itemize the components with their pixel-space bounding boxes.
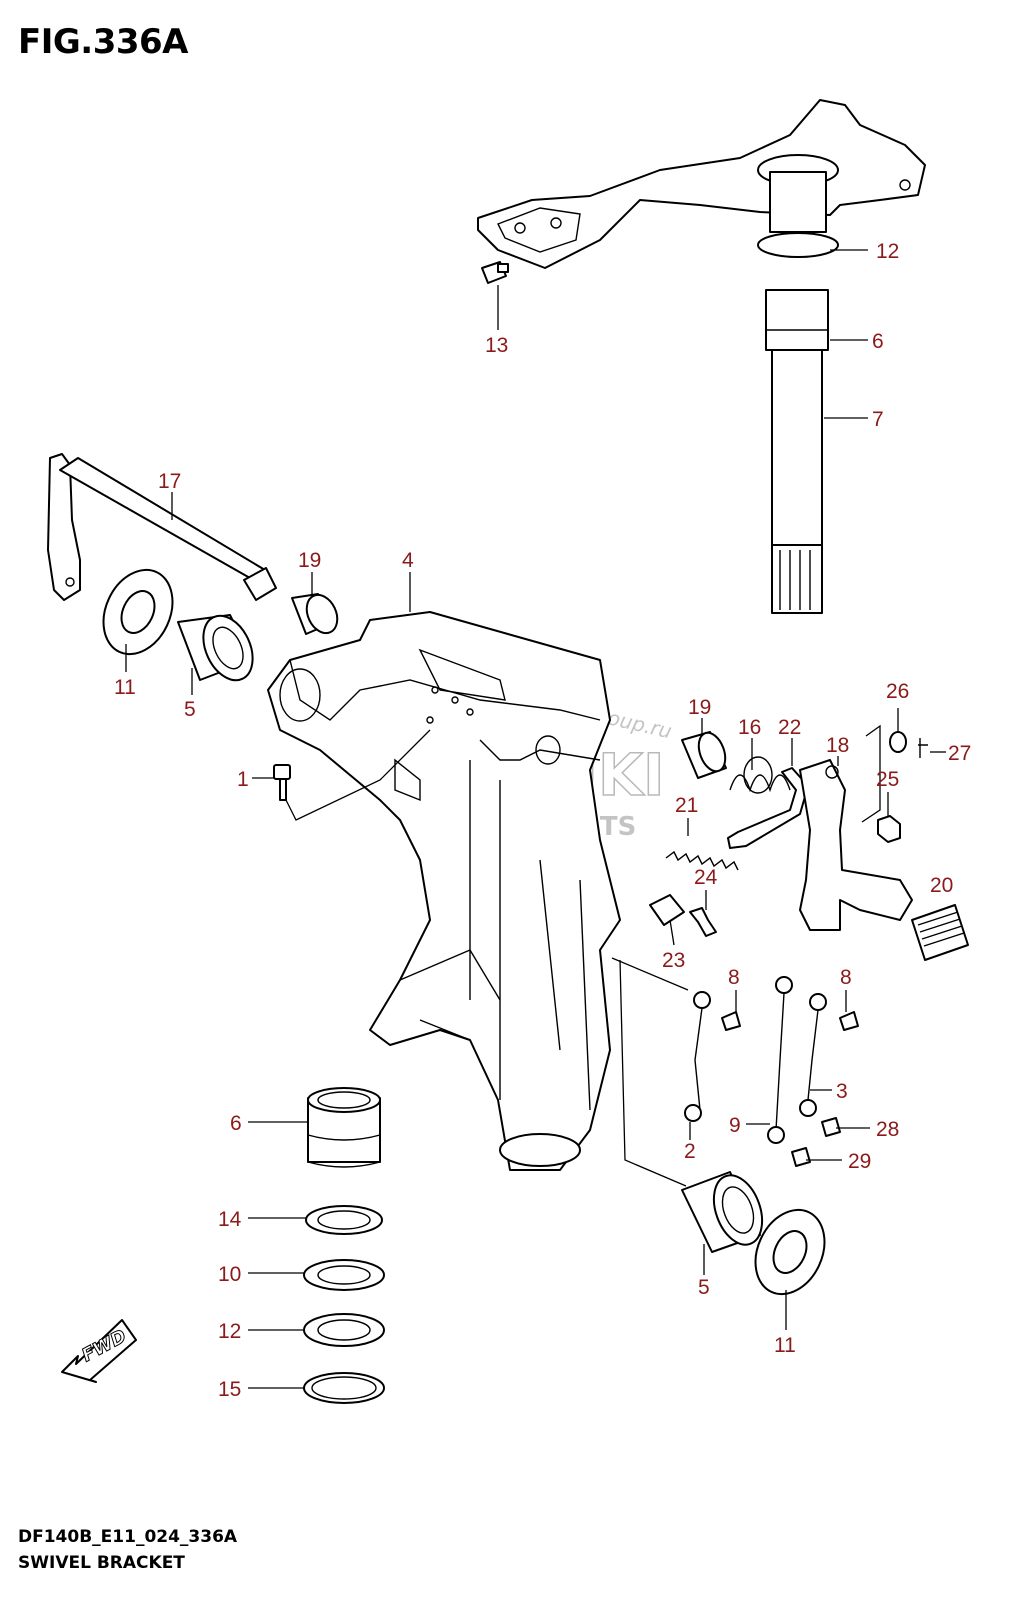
callout-label: 21 (675, 794, 698, 817)
washer-10 (303, 1259, 385, 1291)
callout-label: 13 (485, 334, 508, 357)
bushing-19-right (681, 731, 727, 779)
grease-fitting-1 (273, 764, 291, 801)
ground-wire-3 (799, 993, 827, 1117)
callout-label: 23 (662, 949, 685, 972)
callout-label: 20 (930, 874, 953, 897)
steering-arm (477, 99, 926, 269)
washer-11-left (102, 568, 174, 656)
callout-label: 26 (886, 680, 909, 703)
callout-label: 8 (840, 966, 852, 989)
plate-23 (649, 894, 685, 926)
diagram-code: DF140B_E11_024_336A (18, 1527, 238, 1547)
figure-title: FIG.336A (18, 22, 188, 62)
callout-numbers: 12 13 6 7 17 19 4 11 5 1 19 16 22 18 26 … (114, 240, 971, 1401)
bushing-19-left (291, 593, 339, 635)
callout-label: 8 (728, 966, 740, 989)
leader-lines (125, 249, 946, 1389)
callout-label: 10 (218, 1263, 241, 1286)
grease-nipple-13 (481, 261, 509, 284)
ground-wire-2 (684, 991, 711, 1122)
callout-label: 9 (729, 1114, 741, 1137)
callout-label: 15 (218, 1378, 241, 1401)
bolts-28-29 (791, 1117, 841, 1167)
swivel-bracket-body (267, 611, 621, 1171)
bolts-8 (721, 1011, 859, 1031)
callout-label: 12 (218, 1320, 241, 1343)
callout-label: 6 (230, 1112, 242, 1135)
tilt-lock-rod (47, 453, 277, 601)
callout-label: 17 (158, 470, 181, 493)
callout-label: 5 (184, 698, 196, 721)
bolt-24 (689, 907, 717, 937)
callout-label: 7 (872, 408, 884, 431)
callout-label: 25 (876, 768, 899, 791)
callout-label: 2 (684, 1140, 696, 1163)
washer-14 (305, 1205, 383, 1235)
fwd-arrow-icon: FWD (61, 1319, 137, 1383)
bushing-5-right (681, 1171, 764, 1253)
callout-label: 27 (948, 742, 971, 765)
nut-25 (877, 815, 901, 843)
callout-label: 16 (738, 716, 761, 739)
ground-wire-9 (767, 976, 793, 1144)
spring-21 (665, 850, 739, 871)
washer-26 (889, 731, 907, 753)
callout-label: 19 (298, 549, 321, 572)
callout-label: 28 (876, 1118, 899, 1141)
callout-label: 24 (694, 866, 718, 889)
pad-20 (911, 904, 969, 961)
steering-shaft (757, 171, 839, 614)
callout-label: 3 (836, 1080, 848, 1103)
lever-18 (799, 759, 913, 931)
washer-12-lower (303, 1313, 385, 1347)
callout-label: 18 (826, 734, 849, 757)
snap-ring-15 (303, 1372, 385, 1404)
callout-label: 1 (237, 768, 249, 791)
washer-11-right (754, 1208, 826, 1296)
callout-label: 4 (402, 549, 414, 572)
callout-label: 14 (218, 1208, 242, 1231)
callout-label: 29 (848, 1150, 871, 1173)
callout-label: 11 (114, 676, 136, 699)
pin-27 (918, 738, 928, 758)
callout-label: 19 (688, 696, 711, 719)
callout-label: 22 (778, 716, 801, 739)
callout-label: 5 (698, 1276, 710, 1299)
bushing-5-left (177, 614, 254, 682)
callout-label: 11 (774, 1334, 796, 1357)
diagram-name: SWIVEL BRACKET (18, 1553, 185, 1573)
spring-16 (729, 756, 791, 794)
lever-22 (727, 767, 809, 849)
callout-label: 12 (876, 240, 899, 263)
callout-label: 6 (872, 330, 884, 353)
bushing-6-lower (307, 1087, 381, 1168)
